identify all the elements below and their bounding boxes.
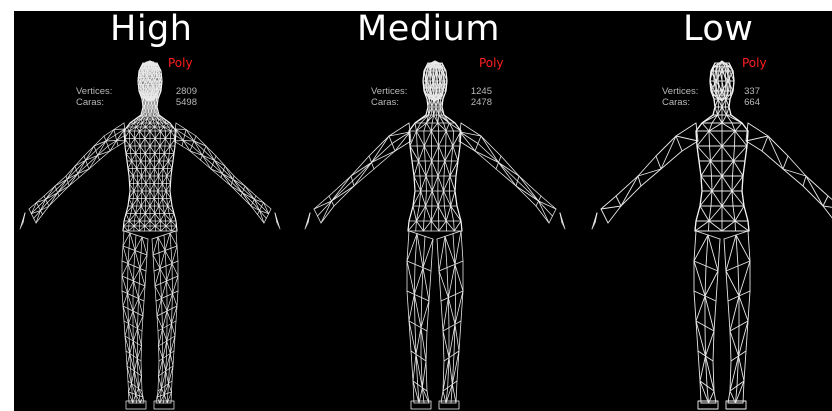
panel-subtitle: Poly [168, 56, 193, 70]
panel-subtitle: Poly [479, 56, 504, 70]
vertices-value: 2809 [157, 86, 197, 97]
panel-title: Medium [357, 11, 500, 49]
high-poly-wireframe-figure [14, 11, 286, 411]
faces-label: Caras: [662, 97, 690, 108]
panel-medium-poly: Medium Poly Vertices: 1245 Caras: 2478 [299, 11, 571, 411]
vertices-value: 337 [720, 86, 760, 97]
faces-value: 664 [720, 97, 760, 108]
low-poly-wireframe-figure [586, 11, 832, 411]
panel-low-poly: Low Poly Vertices: 337 Caras: 664 [586, 11, 832, 411]
faces-value: 2478 [452, 97, 492, 108]
medium-poly-wireframe-figure [299, 11, 571, 411]
panel-high-poly: High Poly Vertices: 2809 Caras: 5498 [14, 11, 286, 411]
vertices-label: Vertices: [371, 86, 407, 97]
faces-label: Caras: [76, 97, 104, 108]
vertices-label: Vertices: [76, 86, 112, 97]
panel-title: High [110, 11, 192, 49]
wireframe-comparison-image: High Poly Vertices: 2809 Caras: 5498 Med… [14, 11, 832, 411]
vertices-value: 1245 [452, 86, 492, 97]
faces-label: Caras: [371, 97, 399, 108]
panel-title: Low [683, 11, 753, 49]
vertices-label: Vertices: [662, 86, 698, 97]
faces-value: 5498 [157, 97, 197, 108]
panel-subtitle: Poly [742, 56, 767, 70]
